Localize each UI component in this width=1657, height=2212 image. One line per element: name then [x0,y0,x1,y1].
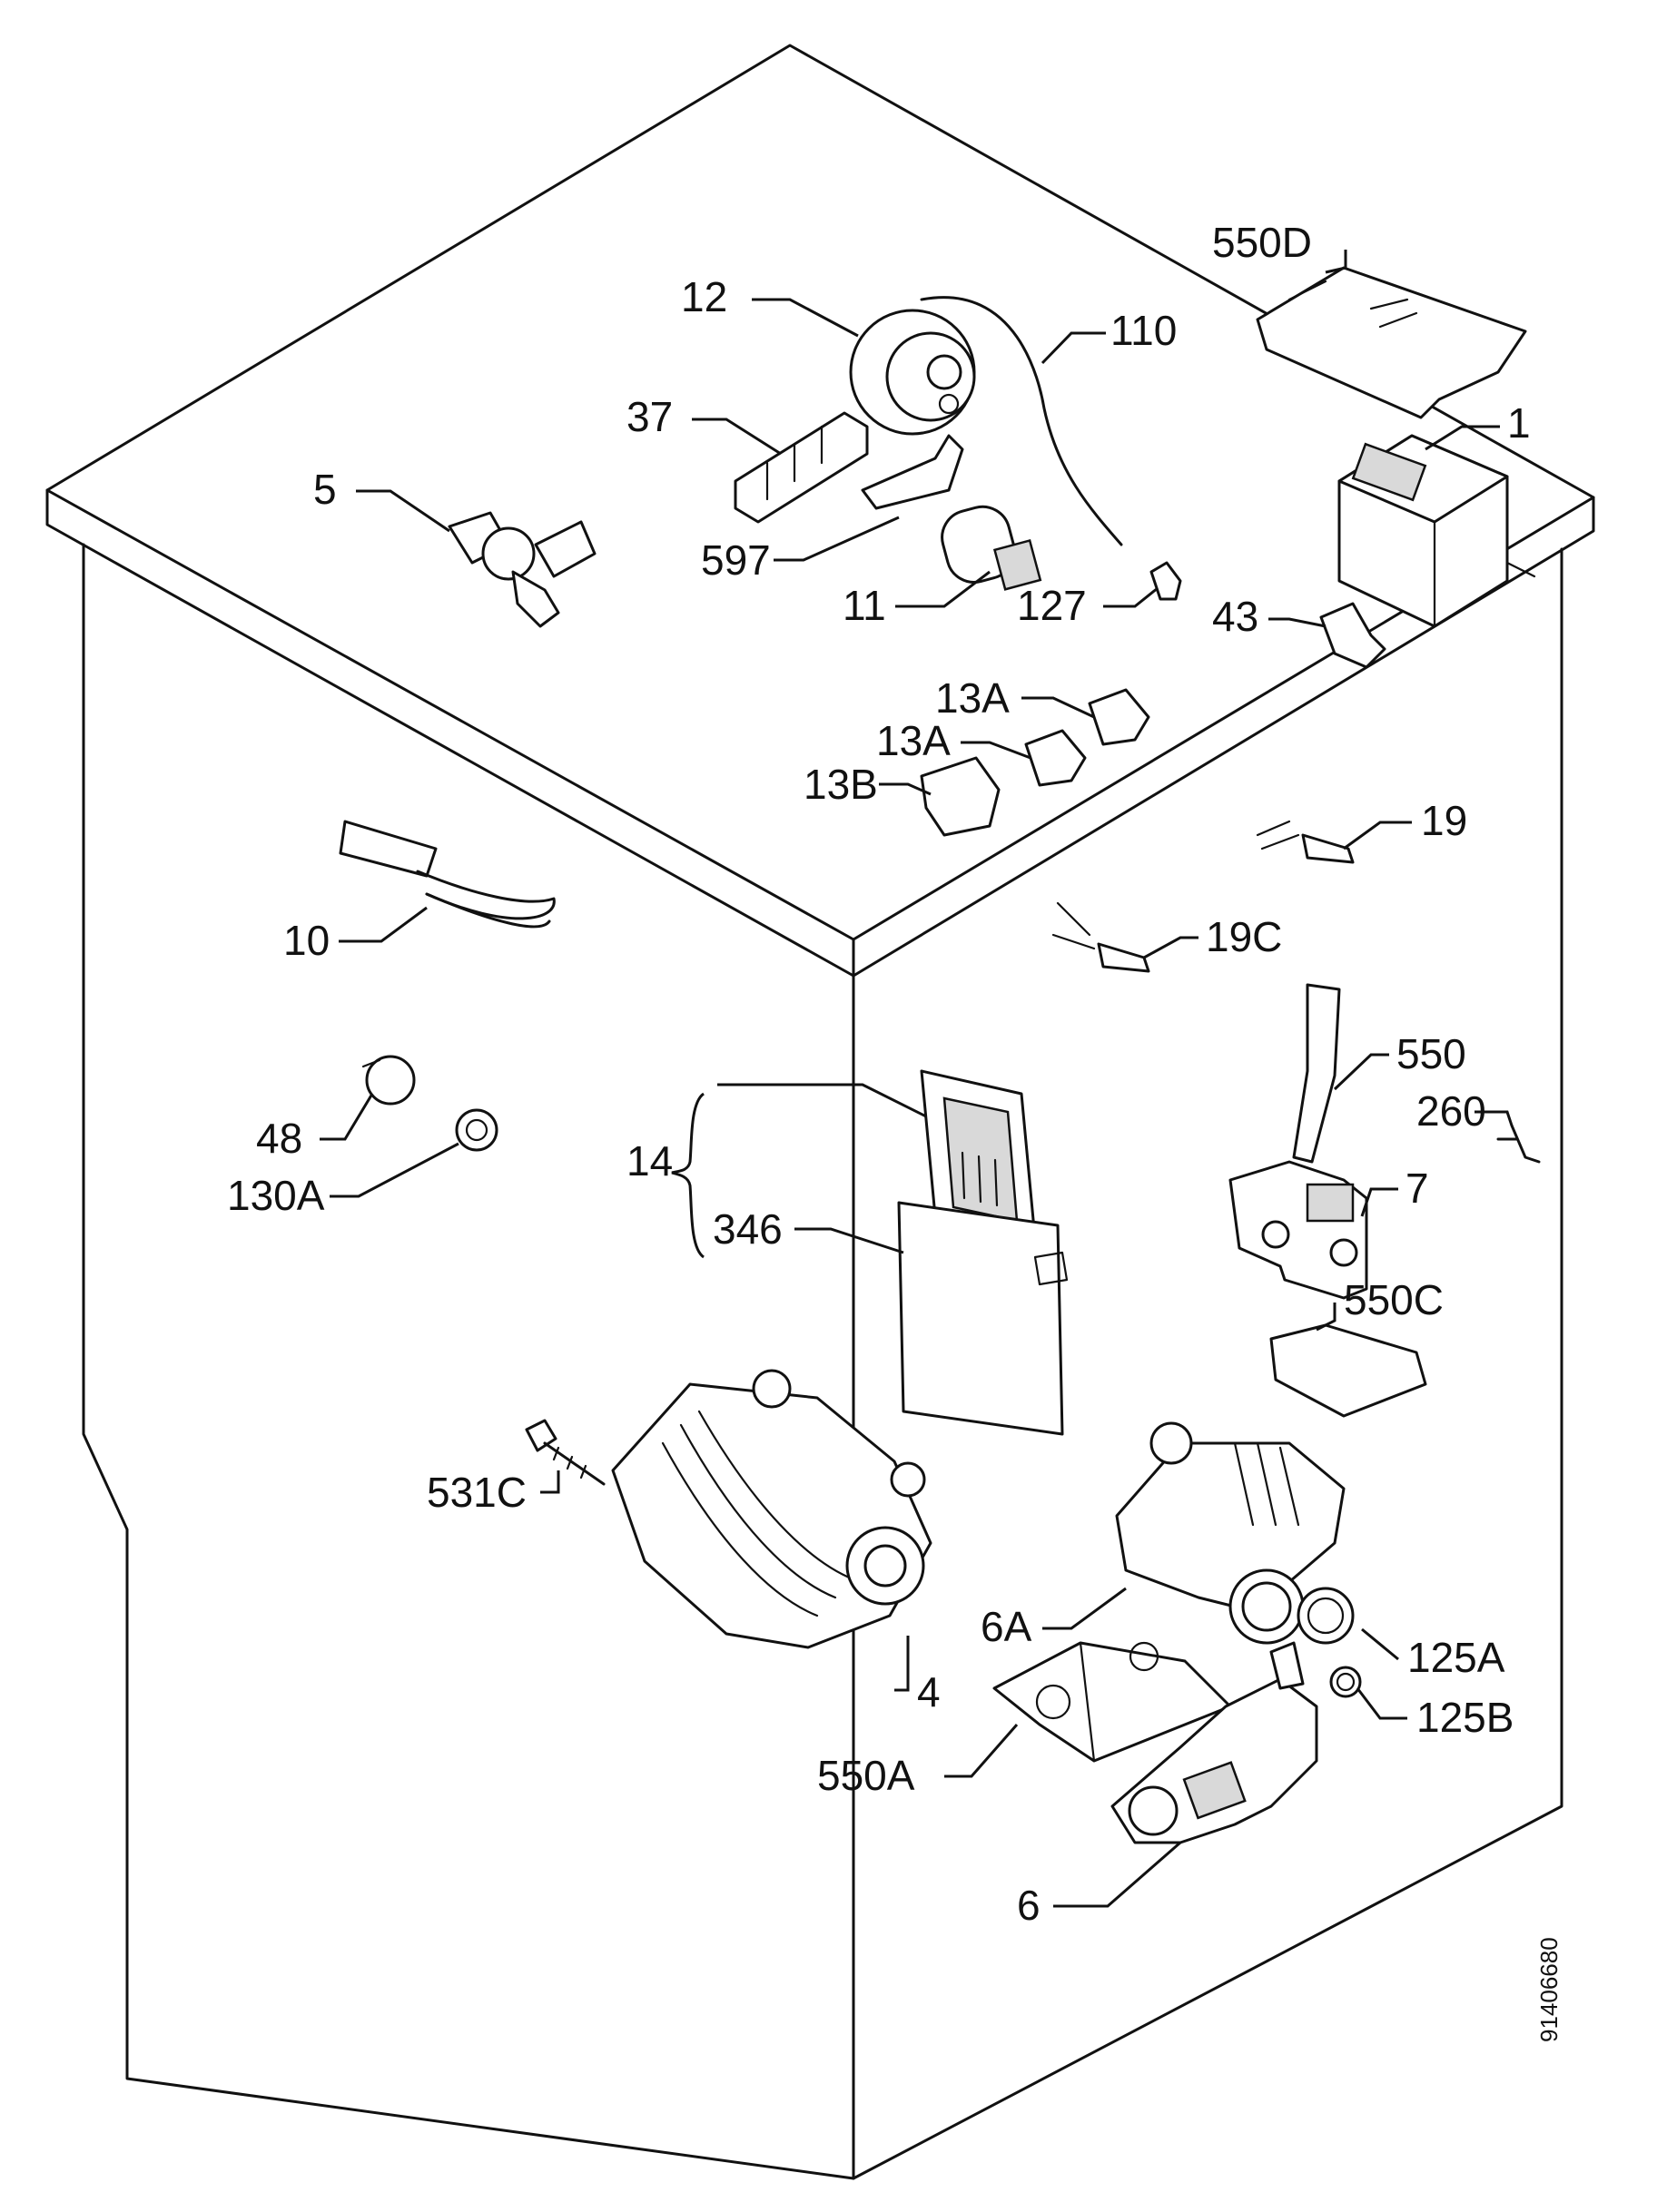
label-130a: 130A [227,1172,325,1219]
pressure-switch-part [849,309,976,436]
sensor-part [1051,901,1150,973]
nut-part [455,1108,498,1152]
label-19: 19 [1421,797,1467,844]
label-6: 6 [1017,1882,1041,1929]
switch-part [1319,602,1386,669]
label-125a: 125A [1407,1634,1505,1681]
plug-part [1149,561,1182,601]
label-127: 127 [1017,582,1087,629]
label-346: 346 [713,1205,783,1253]
thermostat-part [361,1055,416,1106]
label-260: 260 [1416,1087,1486,1135]
drain-pump-upper-part [1115,1421,1346,1645]
capacitor-part [941,505,1042,591]
label-125b: 125B [1416,1694,1514,1741]
label-550c: 550C [1344,1276,1444,1323]
seal-part [1329,1666,1362,1698]
pressure-hose-part [920,296,1123,546]
label-37: 37 [626,393,673,440]
seal-part [1297,1587,1355,1645]
inlet-valve-part [448,511,597,628]
control-unit-part [1337,434,1536,628]
label-14: 14 [626,1137,673,1185]
label-43: 43 [1212,593,1258,640]
pump-motor-part [611,1369,932,1649]
leader-lines [320,250,1514,1908]
cover-plate-part [1256,266,1527,419]
connector-part [1024,729,1087,787]
label-13b: 13B [804,761,878,808]
label-10: 10 [283,917,330,964]
clip-part [1496,1124,1541,1164]
label-13a-upper: 13A [935,674,1010,722]
cabinet-outline [45,44,1595,2180]
wiring-harness-part [1292,983,1341,1164]
label-11: 11 [843,582,886,629]
drawing-code: 91406680 [1535,1937,1563,2042]
label-550: 550 [1396,1030,1466,1077]
heating-element-part [339,820,556,929]
label-550a: 550A [817,1752,915,1799]
part-labels: 550D 1 12 110 37 5 597 11 127 43 13A 13A… [227,219,1563,2042]
label-531c: 531C [427,1469,527,1516]
label-48: 48 [256,1115,302,1162]
terminal-block-part [734,411,869,524]
drain-pump-part [1110,1641,1318,1844]
label-12: 12 [681,273,727,320]
label-4: 4 [917,1668,941,1716]
detergent-drawer-part [920,1069,1037,1241]
sensor-part [1256,820,1355,864]
connector-cover-part [1269,1323,1427,1418]
label-110: 110 [1110,307,1177,354]
dispenser-housing-part [897,1201,1069,1436]
label-19c: 19C [1206,913,1282,960]
bracket-part [861,434,964,510]
label-550d: 550D [1212,219,1312,266]
label-13a-lower: 13A [876,717,951,764]
label-5: 5 [313,466,337,513]
label-597: 597 [701,536,771,584]
connector-part [1088,688,1150,746]
door-lock-part [1228,1160,1368,1300]
connector-part [920,756,1001,837]
screw-part [525,1419,606,1486]
label-6a: 6A [981,1603,1032,1650]
label-7: 7 [1405,1165,1429,1212]
label-1: 1 [1507,399,1531,447]
